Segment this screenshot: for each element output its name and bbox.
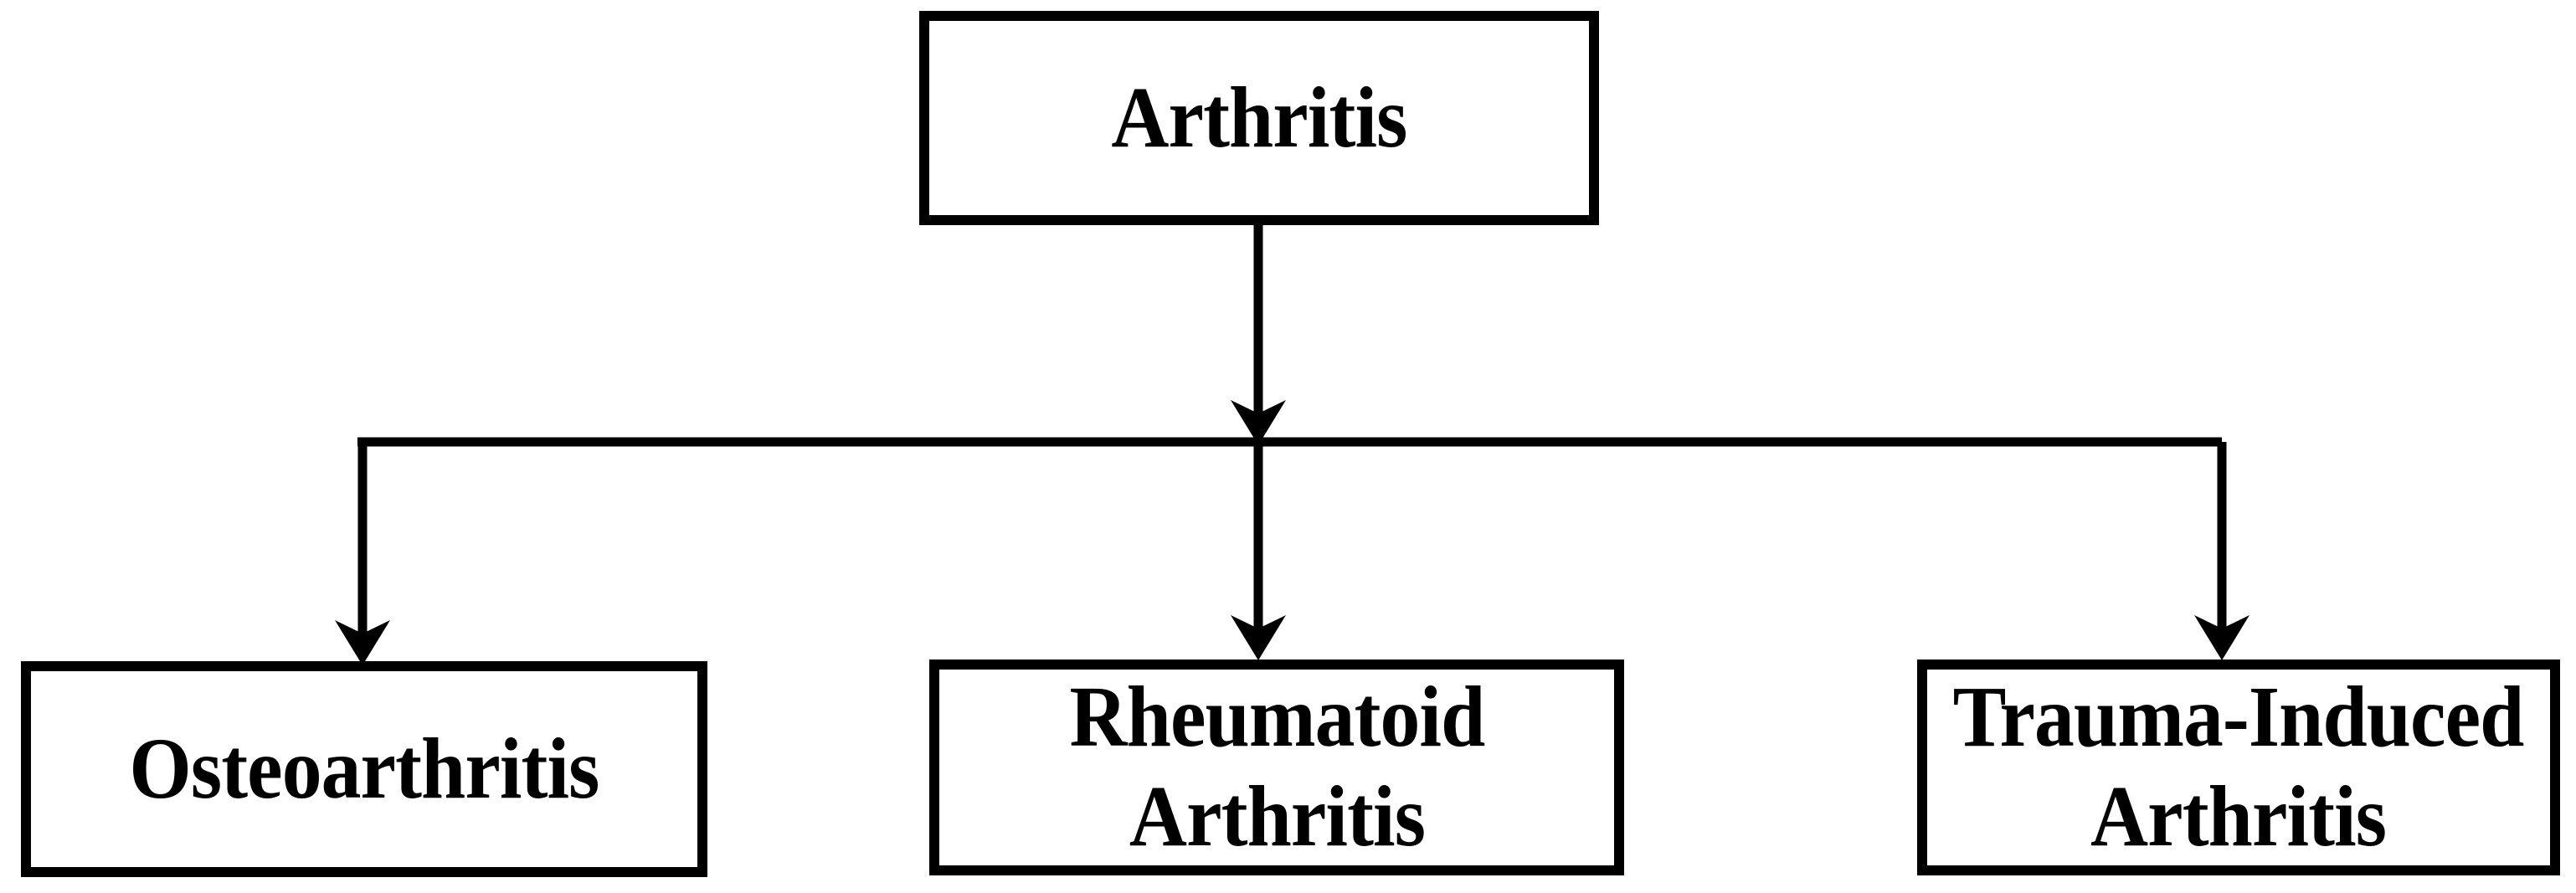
node-arthritis[interactable]: Arthritis [919,11,1599,225]
edge-root-to-bus-arrowhead [1231,400,1286,445]
edge-bus-to-rheumatoid-arrowhead [1231,615,1286,660]
edge-bus-to-osteoarthritis-arrowhead [335,620,390,665]
node-trauma-induced-arthritis[interactable]: Trauma-Induced Arthritis [1917,659,2560,875]
node-osteoarthritis-label: Osteoarthritis [129,720,599,817]
node-rheumatoid-arthritis[interactable]: Rheumatoid Arthritis [929,659,1624,875]
node-rheumatoid-arthritis-label: Rheumatoid Arthritis [1069,669,1485,865]
node-osteoarthritis[interactable]: Osteoarthritis [21,661,707,877]
edge-bus-to-trauma-arrowhead [2194,615,2250,660]
node-trauma-induced-arthritis-label: Trauma-Induced Arthritis [1953,669,2525,865]
node-arthritis-label: Arthritis [1111,69,1407,166]
